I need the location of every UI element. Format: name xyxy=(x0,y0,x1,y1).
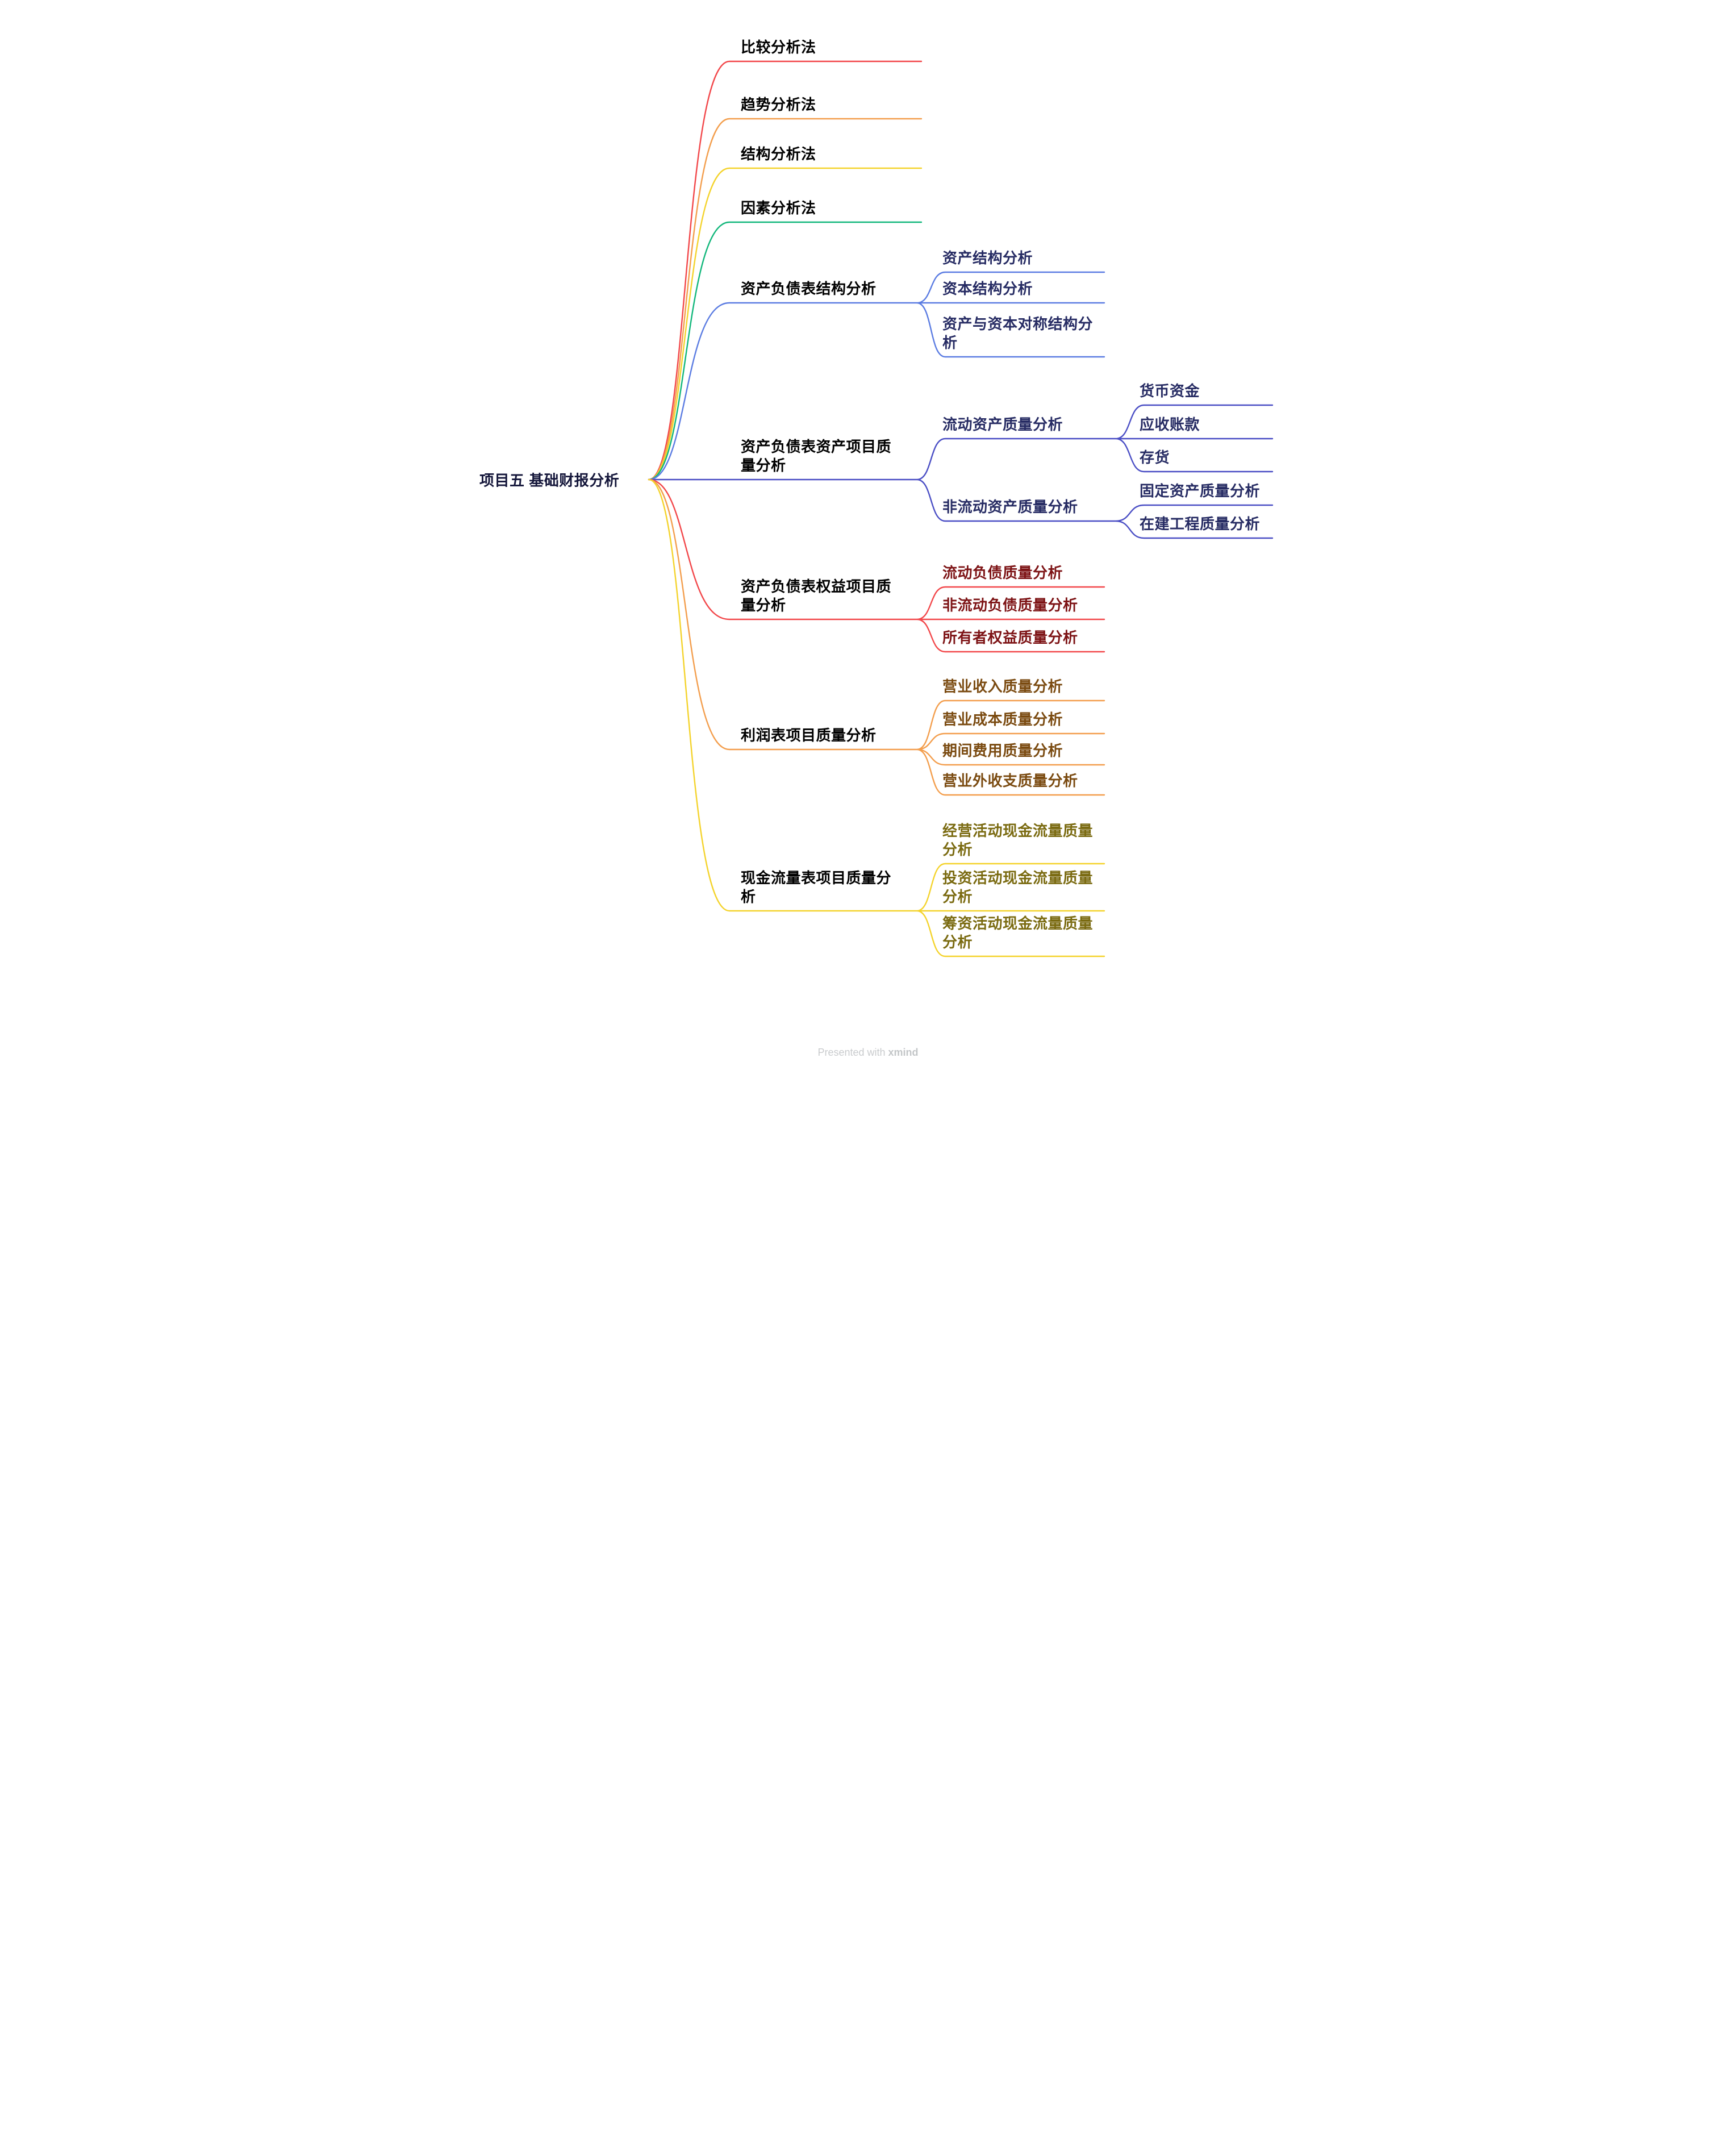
topic-balance-sheet-equity-item-quality[interactable]: 资产负债表权益项目质量分析 xyxy=(741,578,892,614)
branch-comparative-connector xyxy=(648,60,923,481)
topic-comparative-analysis[interactable]: 比较分析法 xyxy=(741,39,816,56)
branch-asset-item-quality-connectors xyxy=(648,404,1274,539)
branch-trend-connector xyxy=(648,118,923,481)
branch-structure-connector xyxy=(648,167,923,481)
topic-cash-flow-statement-item-quality[interactable]: 现金流量表项目质量分析 xyxy=(741,869,892,905)
watermark-text: Presented with xyxy=(817,1047,888,1058)
subtopic-operating-cash-flow-quality[interactable]: 经营活动现金流量质量分析 xyxy=(942,822,1094,858)
watermark-brand: xmind xyxy=(888,1047,919,1058)
topic-balance-sheet-structure-analysis[interactable]: 资产负债表结构分析 xyxy=(741,280,877,297)
subtopic-accounts-receivable[interactable]: 应收账款 xyxy=(1140,416,1200,433)
subtopic-period-expense-quality[interactable]: 期间费用质量分析 xyxy=(942,742,1063,759)
subtopic-non-operating-items-quality[interactable]: 营业外收支质量分析 xyxy=(942,772,1078,789)
branch-balance-sheet-structure-connectors xyxy=(648,271,1105,481)
subtopic-asset-capital-symmetry[interactable]: 资产与资本对称结构分析 xyxy=(942,315,1094,351)
watermark: Presented with xmind xyxy=(434,1047,1302,1059)
subtopic-financing-cash-flow-quality[interactable]: 筹资活动现金流量质量分析 xyxy=(942,915,1094,951)
subtopic-asset-structure[interactable]: 资产结构分析 xyxy=(942,249,1033,266)
topic-structure-analysis[interactable]: 结构分析法 xyxy=(741,145,816,163)
subtopic-construction-in-progress-quality[interactable]: 在建工程质量分析 xyxy=(1140,515,1261,532)
subtopic-capital-structure[interactable]: 资本结构分析 xyxy=(942,280,1033,297)
subtopic-operating-revenue-quality[interactable]: 营业收入质量分析 xyxy=(942,678,1063,695)
branch-factor-connector xyxy=(648,221,923,481)
topic-factor-analysis[interactable]: 因素分析法 xyxy=(741,199,816,216)
subtopic-noncurrent-liability-quality[interactable]: 非流动负债质量分析 xyxy=(942,597,1078,614)
subtopic-current-liability-quality[interactable]: 流动负债质量分析 xyxy=(942,564,1063,581)
subtopic-noncurrent-asset-quality[interactable]: 非流动资产质量分析 xyxy=(942,498,1078,515)
topic-balance-sheet-asset-item-quality[interactable]: 资产负债表资产项目质量分析 xyxy=(741,438,892,474)
subtopic-current-asset-quality[interactable]: 流动资产质量分析 xyxy=(942,416,1063,433)
branch-income-statement-connectors xyxy=(648,478,1105,796)
topic-income-statement-item-quality[interactable]: 利润表项目质量分析 xyxy=(741,727,877,744)
subtopic-inventory[interactable]: 存货 xyxy=(1140,449,1170,466)
topic-trend-analysis[interactable]: 趋势分析法 xyxy=(741,96,816,113)
root-topic[interactable]: 项目五 基础财报分析 xyxy=(479,472,620,489)
subtopic-owners-equity-quality[interactable]: 所有者权益质量分析 xyxy=(942,629,1078,646)
subtopic-monetary-funds[interactable]: 货币资金 xyxy=(1140,382,1200,399)
subtopic-operating-cost-quality[interactable]: 营业成本质量分析 xyxy=(942,711,1063,728)
subtopic-investing-cash-flow-quality[interactable]: 投资活动现金流量质量分析 xyxy=(942,869,1094,905)
branch-equity-item-quality-connectors xyxy=(648,478,1105,653)
connector-layer xyxy=(648,60,1274,957)
subtopic-fixed-asset-quality[interactable]: 固定资产质量分析 xyxy=(1140,482,1261,499)
mindmap-canvas: 项目五 基础财报分析 比较分析法 趋势分析法 结构分析法 因素分析法 资产负债表… xyxy=(434,0,1302,1074)
branch-cash-flow-connectors xyxy=(648,478,1105,957)
